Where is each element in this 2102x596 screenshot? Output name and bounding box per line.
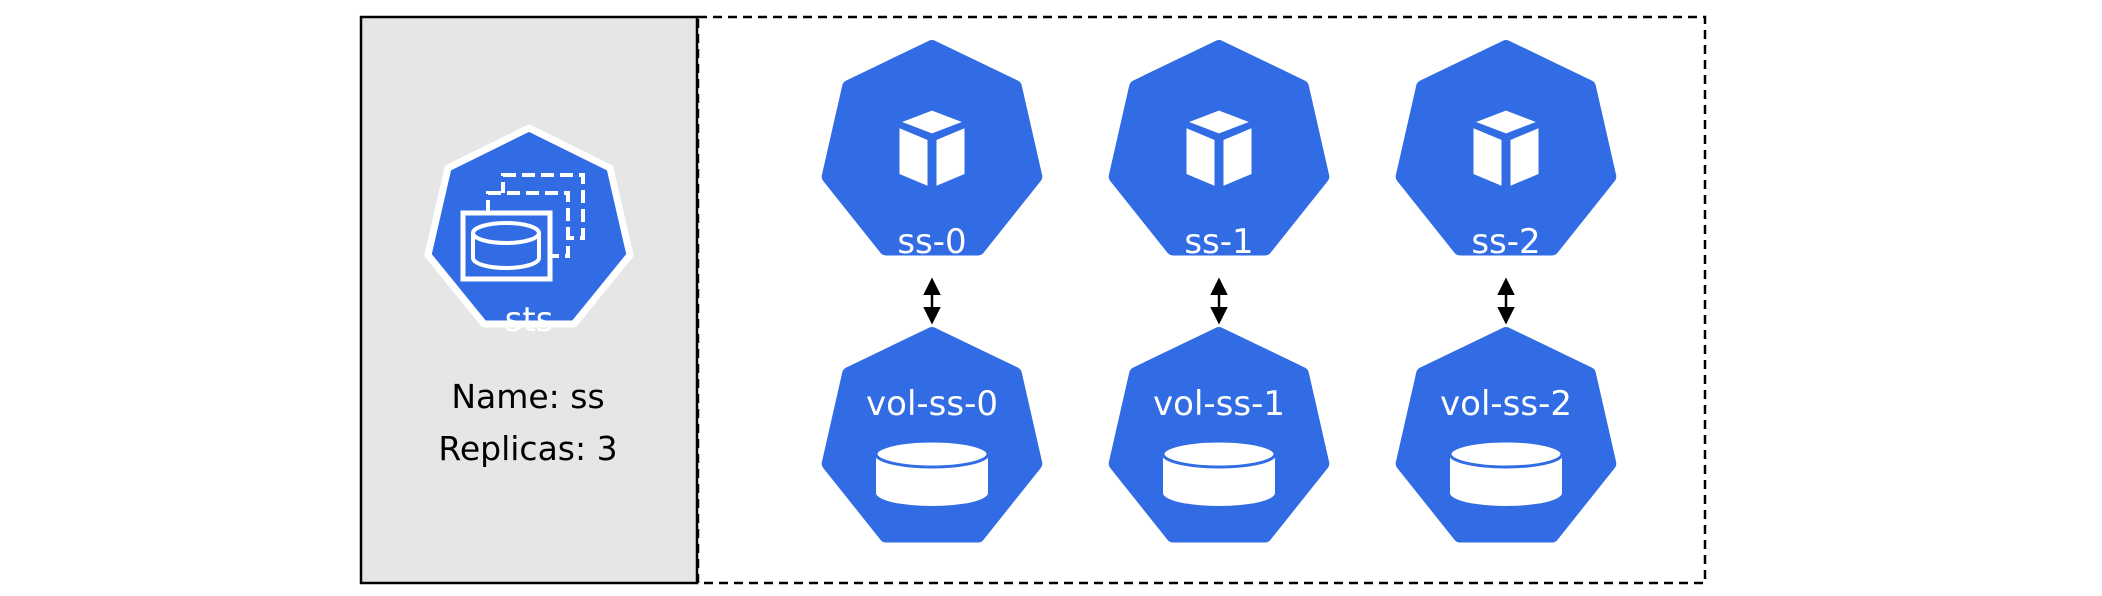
pod-node: ss-2 xyxy=(1395,40,1617,262)
pod-label: ss-1 xyxy=(1184,222,1253,262)
pod-node: ss-1 xyxy=(1108,40,1330,262)
statefulset-icon-label: sts xyxy=(505,300,554,340)
volume-node: vol-ss-1 xyxy=(1108,327,1330,543)
pod-heptagon xyxy=(821,40,1043,256)
volume-label: vol-ss-2 xyxy=(1440,384,1572,424)
volume-cylinder-icon xyxy=(1448,439,1564,506)
pod-heptagon xyxy=(1395,40,1617,256)
statefulset-name: Name: ss xyxy=(451,377,604,416)
pod-columns: ss-0 vol-ss-0 ss-1 vol-ss-1 ss-2 vol-ss-2 xyxy=(821,40,1617,543)
volume-node: vol-ss-2 xyxy=(1395,327,1617,543)
pod-label: ss-0 xyxy=(897,222,966,262)
statefulset-icon: sts xyxy=(424,124,634,340)
pod-cube-icon xyxy=(1180,107,1258,191)
statefulset-replicas: Replicas: 3 xyxy=(438,429,617,468)
pod-node: ss-0 xyxy=(821,40,1043,262)
pod-cube-icon xyxy=(1467,107,1545,191)
volume-cylinder-icon xyxy=(1161,439,1277,506)
volume-node: vol-ss-0 xyxy=(821,327,1043,543)
pod-heptagon xyxy=(1108,40,1330,256)
volume-label: vol-ss-0 xyxy=(866,384,998,424)
volume-label: vol-ss-1 xyxy=(1153,384,1285,424)
pods-boundary xyxy=(696,15,1707,585)
volume-cylinder-icon xyxy=(874,439,990,506)
pod-label: ss-2 xyxy=(1471,222,1540,262)
pod-cube-icon xyxy=(893,107,971,191)
